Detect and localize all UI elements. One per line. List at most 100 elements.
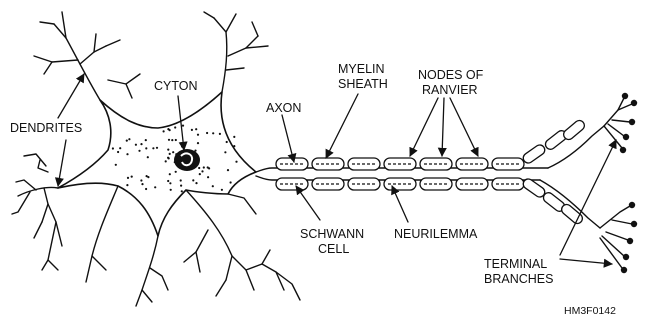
terminal-branches	[540, 98, 632, 268]
arrow-axon	[282, 115, 294, 162]
cytoplasm-dot	[145, 139, 147, 141]
cytoplasm-dot	[197, 142, 199, 144]
cytoplasm-dot	[167, 128, 169, 130]
cytoplasm-dot	[126, 184, 128, 186]
cytoplasm-dot	[154, 186, 156, 188]
cytoplasm-dot	[212, 132, 214, 134]
cytoplasm-dot	[112, 147, 114, 149]
cytoplasm-dot	[169, 153, 171, 155]
cytoplasm-dot	[156, 147, 158, 149]
cytoplasm-dot	[170, 189, 172, 191]
arrow-dendrites-upper	[58, 74, 84, 118]
cytoplasm-dot	[117, 151, 119, 153]
cytoplasm-dot	[127, 177, 129, 179]
label-neurilemma: NEURILEMMA	[394, 227, 478, 241]
arrow-myelin	[326, 94, 358, 158]
label-dendrites: DENDRITES	[10, 121, 82, 135]
label-axon: AXON	[266, 101, 301, 115]
arrow-node-1	[410, 98, 438, 156]
cytoplasm-dot	[230, 181, 232, 183]
arrow-schwann	[296, 186, 320, 220]
cytoplasm-dot	[203, 166, 205, 168]
cytoplasm-dot	[169, 182, 171, 184]
cytoplasm-dot	[146, 175, 148, 177]
cytoplasm-dot	[233, 145, 235, 147]
cytoplasm-dot	[227, 169, 229, 171]
cytoplasm-dot	[165, 160, 167, 162]
arrow-node-2	[442, 98, 444, 156]
cytoplasm-dot	[169, 173, 171, 175]
cytoplasm-dot	[168, 139, 170, 141]
cytoplasm-dot	[219, 133, 221, 135]
cytoplasm-dot	[198, 167, 200, 169]
cell-body	[58, 92, 256, 236]
cytoplasm-dot	[175, 171, 177, 173]
terminal-boutons	[620, 93, 637, 273]
cytoplasm-dot	[167, 149, 169, 151]
cytoplasm-dot	[126, 140, 128, 142]
label-terminal-line2: BRANCHES	[484, 272, 553, 286]
cytoplasm-dot	[201, 170, 203, 172]
cytoplasm-dot	[206, 132, 208, 134]
cytoplasm-dot	[212, 185, 214, 187]
cytoplasm-dot	[191, 129, 193, 131]
cytoplasm-dot	[174, 126, 176, 128]
cytoplasm-dot	[226, 141, 228, 143]
cytoplasm-dot	[192, 179, 194, 181]
arrow-cyton	[178, 96, 184, 150]
cytoplasm-dot	[152, 147, 154, 149]
cytoplasm-dot	[145, 188, 147, 190]
arrow-node-3	[450, 98, 478, 156]
cytoplasm-dot	[195, 182, 197, 184]
cytoplasm-dot	[233, 136, 235, 138]
cytoplasm-dot	[180, 179, 182, 181]
label-myelin-line2: SHEATH	[338, 77, 388, 91]
arrow-neurilemma	[392, 186, 408, 222]
myelin-segment	[562, 118, 587, 141]
cytoplasm-dot	[171, 139, 173, 141]
cytoplasm-dot	[182, 125, 184, 127]
cytoplasm-dot	[197, 134, 199, 136]
label-terminal-line1: TERMINAL	[484, 257, 547, 271]
cytoplasm-dot	[163, 130, 165, 132]
arrow-terminal-lower	[560, 259, 612, 264]
cytoplasm-dot	[145, 147, 147, 149]
cytoplasm-dot	[135, 144, 137, 146]
cytoplasm-dot	[181, 190, 183, 192]
myelin-segment	[521, 143, 546, 165]
cytoplasm-dot	[140, 143, 142, 145]
cytoplasm-dot	[235, 161, 237, 163]
cytoplasm-dot	[119, 147, 121, 149]
cytoplasm-dot	[131, 176, 133, 178]
label-cyton: CYTON	[154, 79, 198, 93]
cytoplasm-dot	[126, 153, 128, 155]
cytoplasm-dot	[221, 189, 223, 191]
cytoplasm-dot	[224, 151, 226, 153]
cytoplasm-dot	[138, 150, 140, 152]
cytoplasm-dot	[167, 157, 169, 159]
cytoplasm-dot	[195, 128, 197, 130]
arrow-terminal-upper	[560, 140, 616, 255]
label-schwann-line2: CELL	[318, 242, 349, 256]
cytoplasm-dot	[167, 180, 169, 182]
cytoplasm-dot	[181, 145, 183, 147]
figure-code: HM3F0142	[564, 305, 616, 317]
cytoplasm-dot	[199, 173, 201, 175]
cytoplasm-dot	[207, 176, 209, 178]
cytoplasm-dot	[115, 164, 117, 166]
cytoplasm-dot	[180, 185, 182, 187]
cytoplasm-dot	[147, 156, 149, 158]
dendrites-tree	[12, 12, 300, 306]
arrow-dendrites-lower	[58, 140, 66, 186]
label-schwann-line1: SCHWANN	[300, 227, 364, 241]
cytoplasm-dot	[141, 183, 143, 185]
label-myelin-line1: MYELIN	[338, 62, 385, 76]
cytoplasm-dot	[140, 179, 142, 181]
cytoplasm-dot	[207, 166, 209, 168]
cytoplasm-dot	[172, 151, 174, 153]
cytoplasm-dot	[128, 138, 130, 140]
cytoplasm-dot	[175, 139, 177, 141]
label-nodes-line2: RANVIER	[422, 83, 478, 97]
